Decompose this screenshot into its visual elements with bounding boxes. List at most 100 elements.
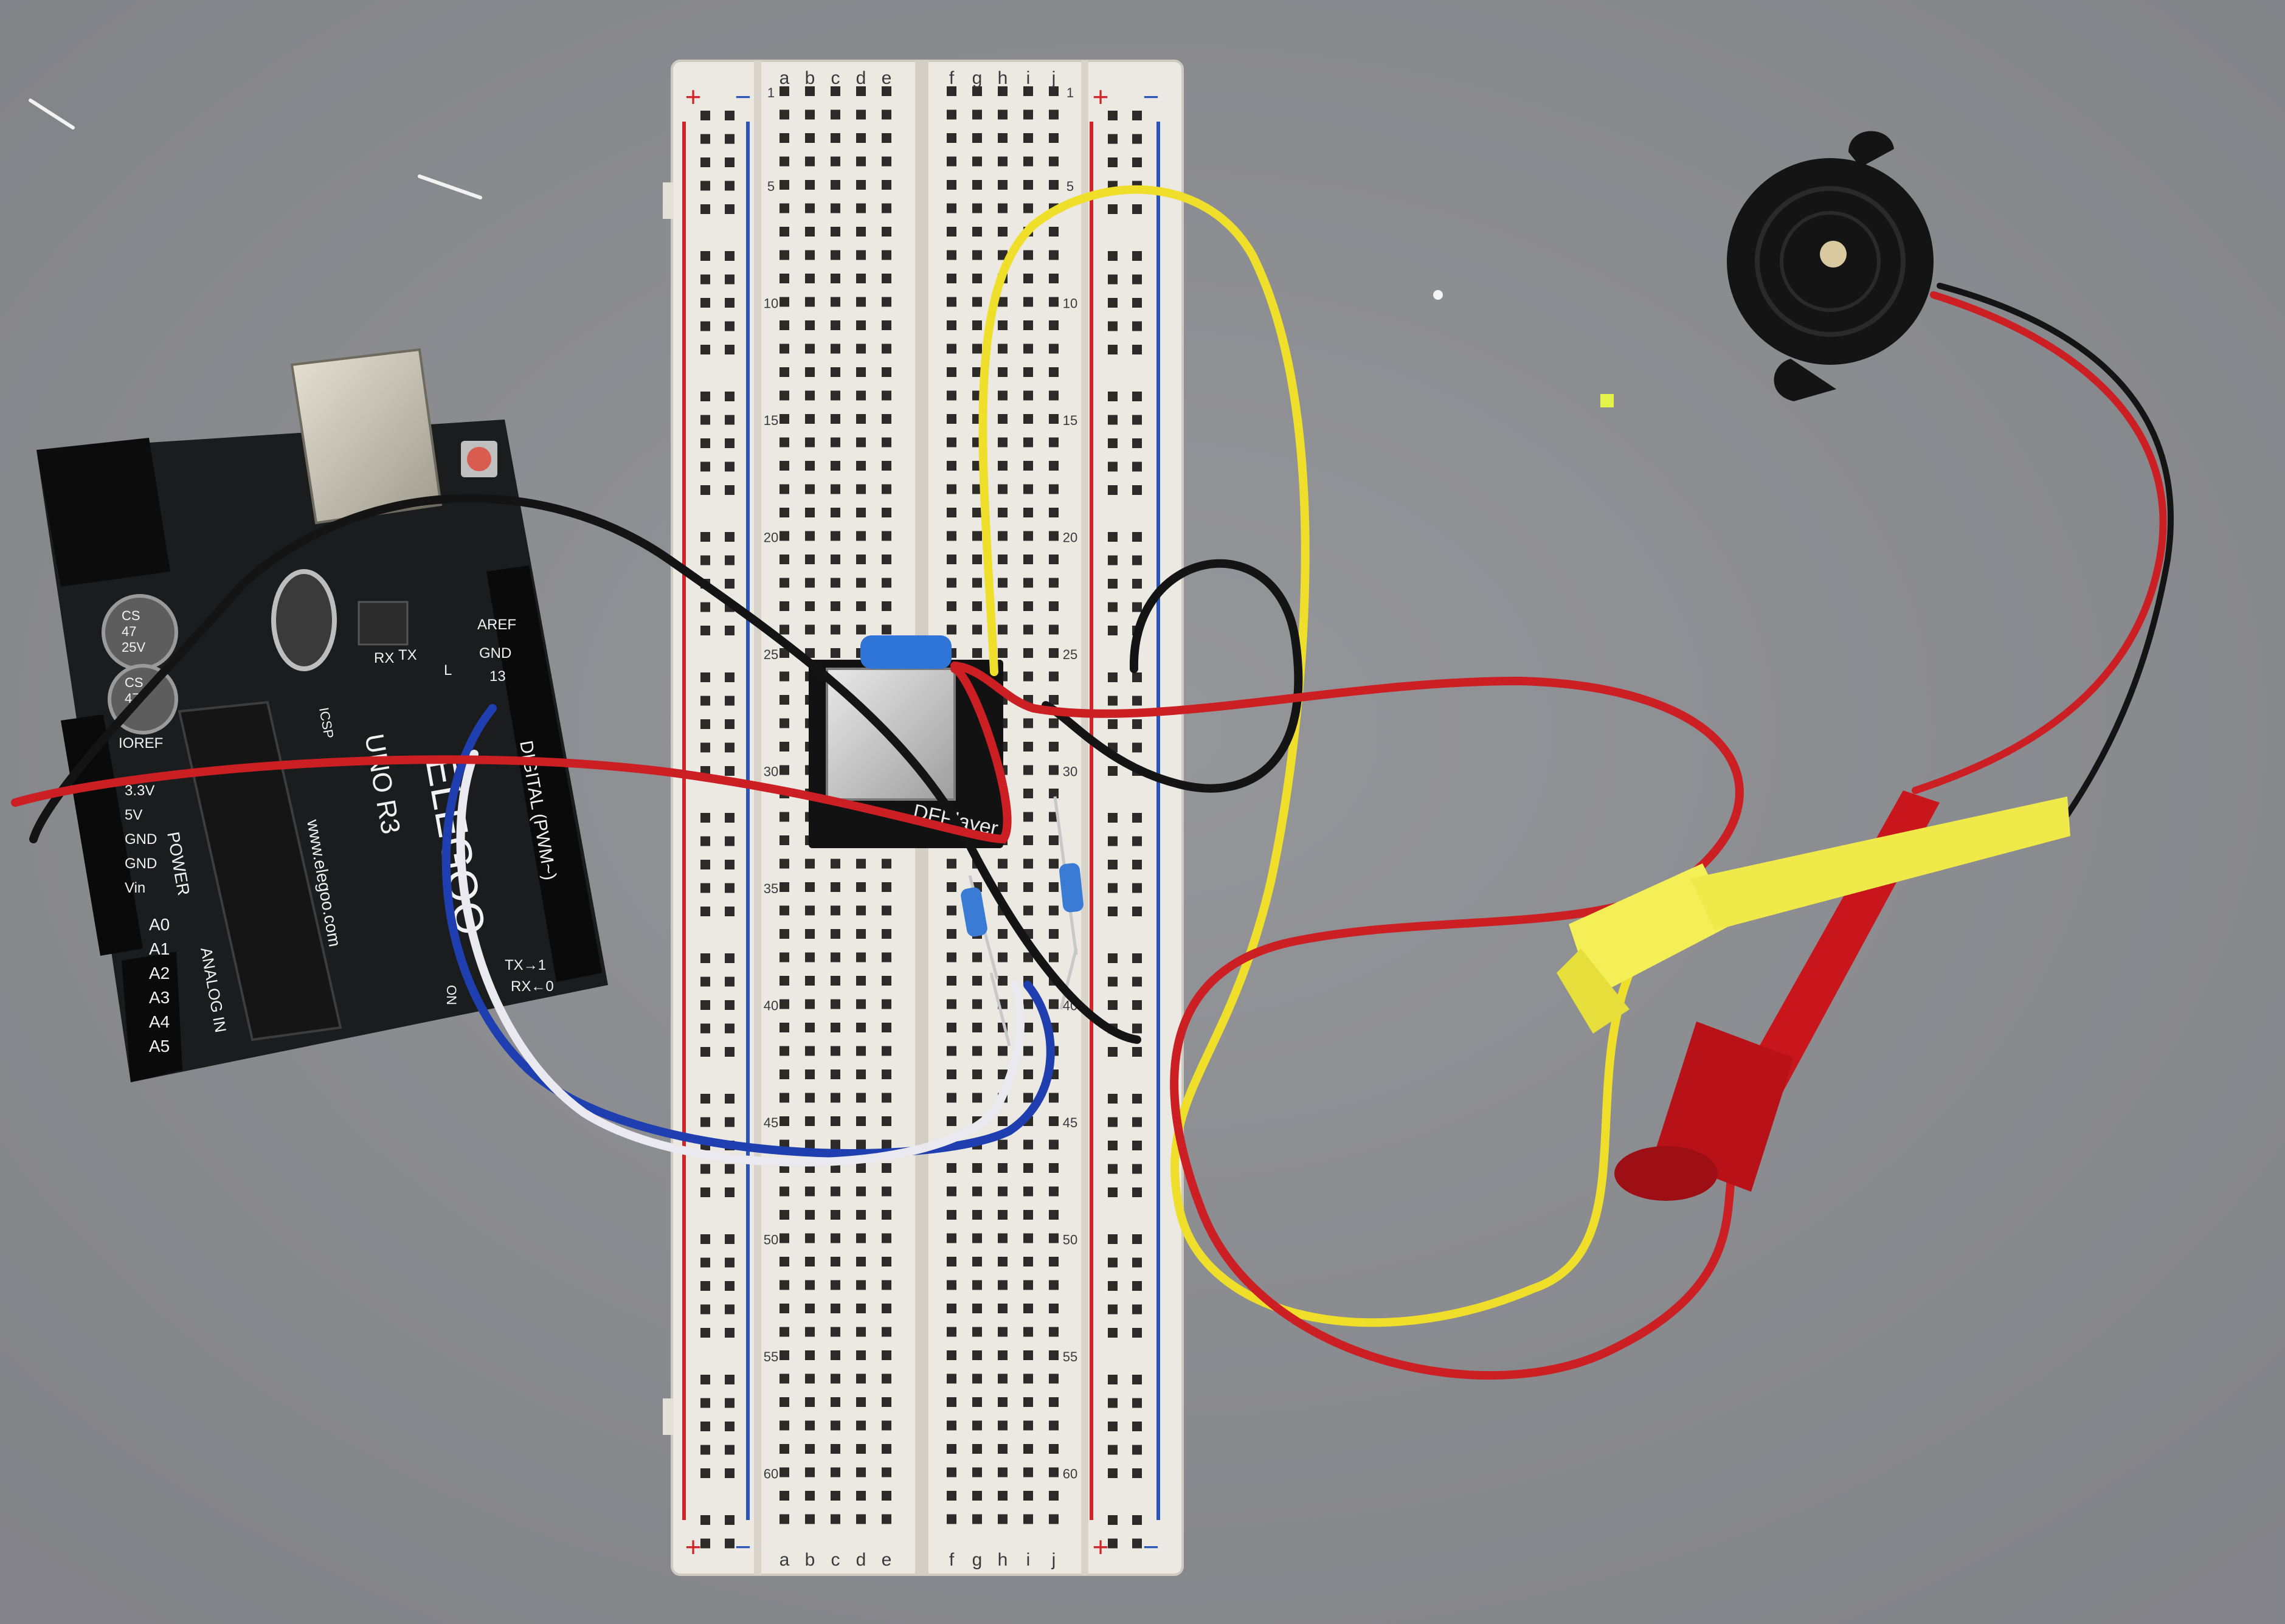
breadboard-hole (780, 1397, 789, 1407)
row-number: 1 (1066, 85, 1074, 100)
breadboard-hole (780, 1280, 789, 1290)
breadboard-hole (831, 133, 840, 143)
breadboard-hole (725, 1304, 735, 1315)
wire-red (950, 662, 1744, 1380)
breadboard-hole (831, 320, 840, 330)
breadboard-hole (856, 320, 866, 330)
breadboard-hole (725, 907, 735, 916)
breadboard-hole (780, 999, 789, 1009)
breadboard-hole (831, 1491, 840, 1501)
breadboard-hole (1132, 907, 1142, 916)
wires (11, 185, 2174, 1380)
breadboard-hole (1023, 835, 1033, 845)
breadboard-hole (882, 601, 891, 611)
breadboard-hole (998, 1280, 1008, 1290)
breadboard-hole (947, 1116, 956, 1126)
breadboard-hole (1023, 344, 1033, 354)
breadboard-hole (831, 109, 840, 120)
breadboard-hole (1023, 1233, 1033, 1243)
breadboard-hole (831, 274, 840, 283)
breadboard-hole (725, 742, 735, 753)
breadboard-hole (831, 1233, 840, 1243)
breadboard-hole (1023, 1327, 1033, 1337)
row-number: 15 (1063, 413, 1077, 428)
breadboard-hole (805, 1327, 815, 1337)
breadboard-hole (831, 976, 840, 986)
breadboard-hole (805, 133, 815, 143)
breadboard-hole (856, 1023, 866, 1032)
breadboard-hole (998, 133, 1008, 143)
breadboard-hole (856, 250, 866, 260)
breadboard-hole (1108, 1164, 1118, 1174)
breadboard-hole (831, 390, 840, 401)
breadboard-hole (1049, 578, 1059, 588)
breadboard-hole (780, 109, 789, 120)
breadboard-hole (700, 1375, 710, 1384)
breadboard-hole (1049, 648, 1059, 658)
breadboard-hole (947, 555, 956, 564)
breadboard-hole (725, 1515, 735, 1525)
breadboard-hole (1049, 274, 1059, 283)
breadboard-hole (700, 953, 710, 963)
breadboard-hole (805, 180, 815, 190)
breadboard-hole (1049, 461, 1059, 471)
breadboard-hole (780, 1304, 789, 1313)
breadboard-hole (831, 905, 840, 916)
breadboard-hole (700, 602, 710, 612)
breadboard-hole (725, 438, 735, 448)
rail-symbol: + (1093, 81, 1109, 112)
breadboard-hole (1023, 812, 1033, 822)
breadboard-hole (1049, 1186, 1059, 1197)
breadboard-hole (947, 156, 956, 167)
breadboard-hole (1049, 344, 1059, 354)
breadboard-hole (998, 390, 1008, 401)
breadboard-hole (1023, 578, 1033, 588)
capacitor-label: 47 (122, 624, 136, 639)
column-letter: i (1026, 68, 1031, 88)
breadboard-hole (780, 1350, 789, 1360)
breadboard-hole (1023, 133, 1033, 143)
breadboard-hole (1132, 1468, 1142, 1478)
breadboard-hole (725, 1538, 735, 1549)
rail-symbol: − (735, 1531, 752, 1563)
breadboard-hole (831, 1257, 840, 1266)
breadboard-hole (972, 952, 982, 962)
breadboard-hole (1023, 1163, 1033, 1173)
breadboard-hole (1049, 109, 1059, 120)
breadboard-hole (1023, 952, 1033, 962)
breadboard-hole (1108, 1304, 1118, 1315)
breadboard-hole (947, 929, 956, 939)
breadboard-hole (725, 719, 735, 729)
breadboard-hole (1049, 789, 1059, 798)
breadboard-hole (1049, 624, 1059, 635)
breadboard-hole (856, 1444, 866, 1454)
breadboard-hole (972, 1327, 982, 1337)
breadboard-hole (856, 133, 866, 143)
breadboard-hole (882, 180, 891, 190)
breadboard-hole (998, 297, 1008, 307)
breadboard-hole (882, 905, 891, 916)
breadboard-hole (947, 227, 956, 237)
breadboard-hole (725, 321, 735, 331)
breadboard-hole (947, 1373, 956, 1384)
breadboard-hole (780, 742, 789, 752)
breadboard-hole (972, 624, 982, 635)
breadboard-hole (831, 508, 840, 517)
breadboard-hole (805, 1046, 815, 1056)
analog-pin-label: A2 (149, 964, 170, 983)
breadboard-hole (725, 111, 735, 120)
breadboard-hole (1108, 579, 1118, 589)
breadboard-hole (1023, 86, 1033, 96)
breadboard-hole (805, 976, 815, 986)
breadboard-hole (805, 227, 815, 237)
breadboard-hole (1108, 134, 1118, 144)
table-speck (418, 174, 482, 199)
breadboard-hole (725, 555, 735, 565)
breadboard-hole (805, 508, 815, 517)
breadboard-hole (831, 297, 840, 307)
breadboard-hole (780, 765, 789, 775)
breadboard-hole (882, 1467, 891, 1477)
breadboard-hole (780, 1373, 789, 1384)
breadboard-hole (947, 999, 956, 1009)
breadboard-hole (725, 1047, 735, 1057)
